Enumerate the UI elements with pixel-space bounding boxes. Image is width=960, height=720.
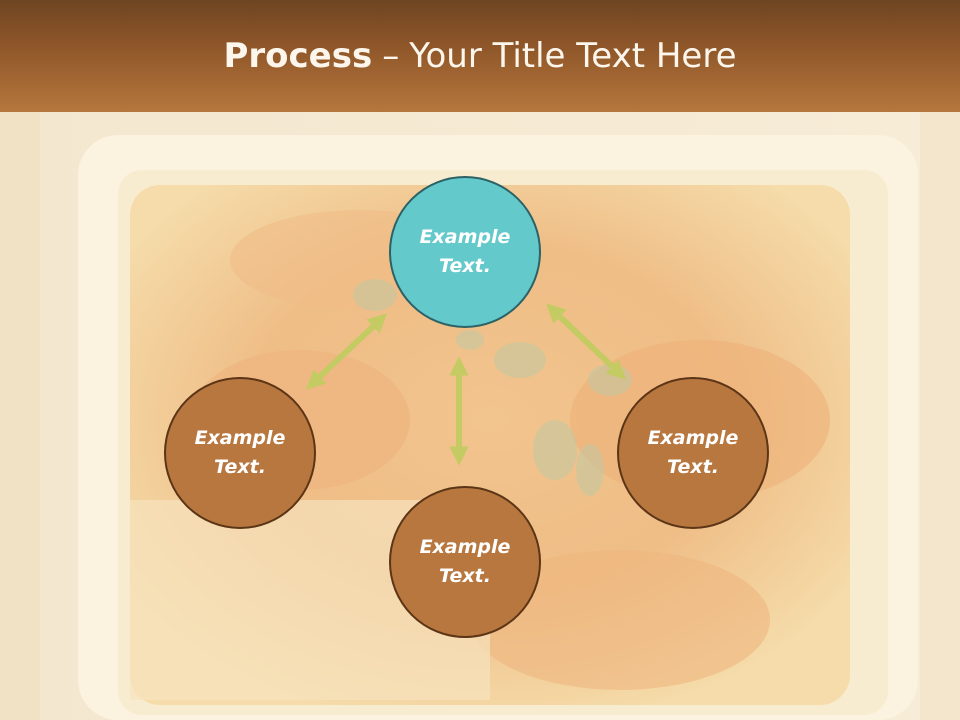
process-node-right-label: Example Text. [647,427,739,478]
title-separator: – [382,36,400,76]
title-text: Your Title Text Here [409,36,737,76]
title-bold: Process [223,36,373,76]
slide-title: Process – Your Title Text Here [0,0,960,112]
process-node-right[interactable]: Example Text. [617,377,769,529]
process-node-left-label: Example Text. [194,427,286,478]
process-node-top[interactable]: Example Text. [389,176,541,328]
process-node-bottom[interactable]: Example Text. [389,486,541,638]
title-banner [0,0,960,112]
process-node-top-label: Example Text. [419,226,511,277]
process-node-left[interactable]: Example Text. [164,377,316,529]
process-node-bottom-label: Example Text. [419,536,511,587]
